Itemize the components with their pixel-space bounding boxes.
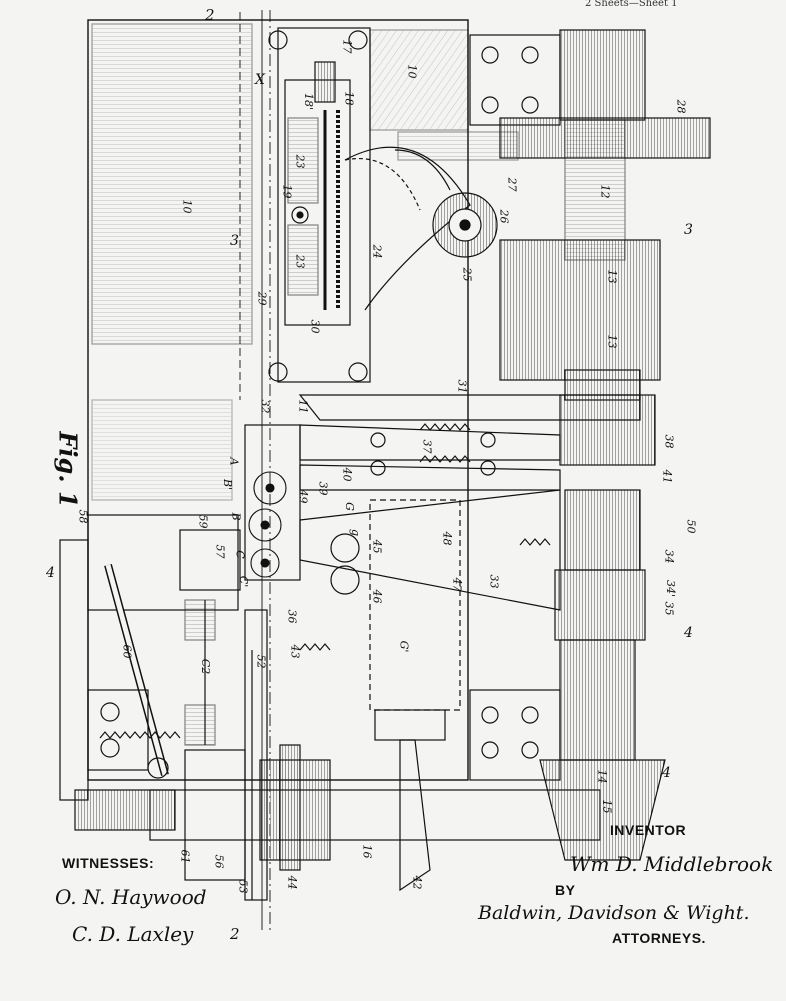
part-number: 47	[450, 577, 464, 592]
part-number: 34	[662, 549, 676, 564]
section-mark: 3	[230, 233, 239, 249]
lower-shaft	[74, 609, 601, 901]
part-number: 38	[662, 434, 676, 449]
witnesses-label: WITNESSES:	[62, 855, 155, 871]
part-number: 45	[370, 539, 384, 554]
part-number: 19	[280, 184, 294, 199]
letter-mark: G'	[397, 640, 411, 653]
part-number: 18	[342, 91, 356, 106]
sheet-header: 2 Sheets—Sheet 1	[585, 0, 678, 9]
part-number: 14	[595, 769, 609, 784]
part-number: 61	[178, 849, 192, 864]
part-number: 37	[420, 439, 434, 454]
part-number: 31	[455, 379, 469, 394]
change-gears	[248, 471, 287, 578]
section-mark: 3	[684, 222, 693, 238]
inventor-signature: Wm D. Middlebrook	[570, 852, 774, 876]
part-number: 18'	[302, 92, 316, 111]
part-number: 50	[684, 519, 698, 534]
part-number: 23	[293, 154, 307, 169]
part-number: 12	[598, 184, 612, 199]
part-number: 59	[196, 514, 210, 529]
by-label: BY	[555, 882, 576, 898]
frame-plate	[87, 19, 469, 781]
part-number: 10	[180, 199, 194, 214]
letter-mark: B'	[221, 478, 235, 491]
letter-mark: G	[342, 502, 356, 511]
part-number: 13	[605, 269, 619, 284]
inventor-label: INVENTOR	[610, 822, 687, 838]
section-mark: 2	[205, 6, 215, 24]
sector-gear	[344, 131, 519, 311]
part-number: 29	[255, 291, 269, 306]
part-number: 40	[340, 467, 354, 482]
part-number: 30	[308, 319, 322, 334]
part-number: 17	[340, 39, 354, 54]
part-number: 11	[296, 399, 310, 414]
section-mark: X	[255, 72, 265, 88]
part-number: 26	[497, 209, 511, 224]
attorneys-signature: Baldwin, Davidson & Wight.	[478, 902, 750, 924]
part-number: 28	[674, 99, 688, 114]
part-number: 60	[120, 644, 134, 659]
section-mark: 4	[662, 765, 671, 781]
part-number: 49	[296, 489, 310, 504]
part-number: 27	[505, 177, 519, 192]
letter-mark: A	[227, 457, 241, 466]
part-number: 34'	[664, 579, 678, 598]
letter-mark: B	[229, 512, 243, 521]
section-mark: 4	[684, 625, 693, 641]
section-mark: 2	[230, 925, 240, 943]
part-number: 39	[316, 481, 330, 496]
attorneys-label: ATTORNEYS.	[612, 930, 706, 946]
part-number: 24	[370, 244, 384, 259]
part-number: 48	[440, 531, 454, 546]
part-number: 46	[370, 589, 384, 604]
part-number: 56	[212, 854, 226, 869]
left-mechanism	[59, 514, 241, 801]
section-mark: 4	[46, 565, 55, 581]
part-number: 35	[662, 601, 676, 616]
letter-mark: C'	[237, 575, 251, 588]
part-number: 32	[258, 399, 272, 414]
part-number: 53	[236, 879, 250, 894]
witness-signature: C. D. Laxley	[72, 922, 194, 946]
part-number: 58	[76, 509, 90, 524]
rack-slide	[268, 27, 371, 383]
part-number: 44	[285, 875, 299, 890]
part-number: 13	[605, 334, 619, 349]
lever-assembly	[244, 394, 641, 741]
part-number: 52	[254, 654, 268, 669]
part-number: 42	[410, 875, 424, 890]
main-shaft	[469, 29, 711, 861]
part-number: 25	[460, 267, 474, 282]
part-number: 57	[213, 544, 227, 559]
witness-signature: O. N. Haywood	[55, 885, 207, 909]
part-number: 41	[660, 469, 674, 484]
letter-mark: g	[349, 528, 363, 537]
part-number: 23	[293, 254, 307, 269]
letter-mark: C2	[199, 658, 213, 675]
part-number: 36	[285, 609, 299, 624]
part-number: 15	[600, 799, 614, 814]
part-number: 10	[405, 64, 419, 79]
part-number: 33	[487, 574, 501, 589]
letter-mark: C	[233, 550, 247, 559]
part-number: 16	[360, 844, 374, 859]
figure-title: Fig. 1	[53, 431, 83, 508]
part-number: 43	[288, 644, 302, 659]
